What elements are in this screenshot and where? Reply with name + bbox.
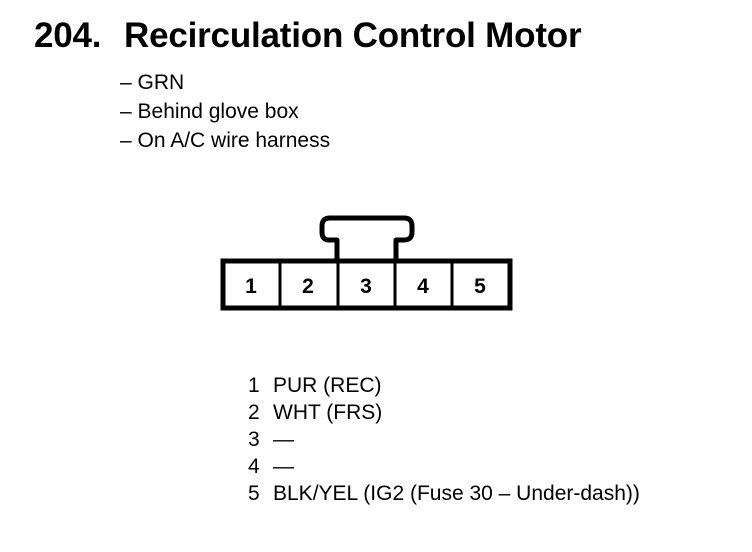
page-title: 204. Recirculation Control Motor (34, 16, 582, 56)
pin-description: WHT (FRS) (273, 401, 383, 424)
info-line-location: – Behind glove box (120, 100, 299, 123)
info-line-harness: – On A/C wire harness (120, 129, 331, 152)
pin-description: — (273, 455, 294, 478)
pin-number: 3 (248, 428, 260, 451)
pin-description: BLK/YEL (IG2 (Fuse 30 – Under-dash)) (273, 482, 640, 505)
pin-description: PUR (REC) (273, 374, 382, 397)
title-text: Recirculation Control Motor (124, 16, 582, 55)
pin-list: 1 PUR (REC) 2 WHT (FRS) 3 — 4 — 5 BLK/YE… (248, 372, 640, 507)
pin-row: 4 — (248, 453, 640, 480)
connector-info: – GRN – Behind glove box – On A/C wire h… (120, 68, 330, 155)
pin-row: 5 BLK/YEL (IG2 (Fuse 30 – Under-dash)) (248, 480, 640, 507)
connector-lock-tab (319, 215, 415, 260)
connector-pin-label-1: 1 (245, 275, 257, 298)
connector-pin-label-3: 3 (360, 275, 372, 298)
connector-pin-label-5: 5 (474, 275, 486, 298)
pin-number: 1 (248, 374, 260, 397)
pin-number: 4 (248, 455, 260, 478)
connector-body (220, 258, 513, 311)
connector-pin-label-2: 2 (302, 275, 314, 298)
connector-pin-label-4: 4 (417, 275, 429, 298)
pin-description: — (273, 428, 294, 451)
pin-number: 5 (248, 482, 260, 505)
pin-row: 2 WHT (FRS) (248, 399, 640, 426)
title-number: 204. (34, 16, 102, 55)
pin-row: 3 — (248, 426, 640, 453)
pin-row: 1 PUR (REC) (248, 372, 640, 399)
pin-number: 2 (248, 401, 260, 424)
info-line-color: – GRN (120, 71, 185, 94)
